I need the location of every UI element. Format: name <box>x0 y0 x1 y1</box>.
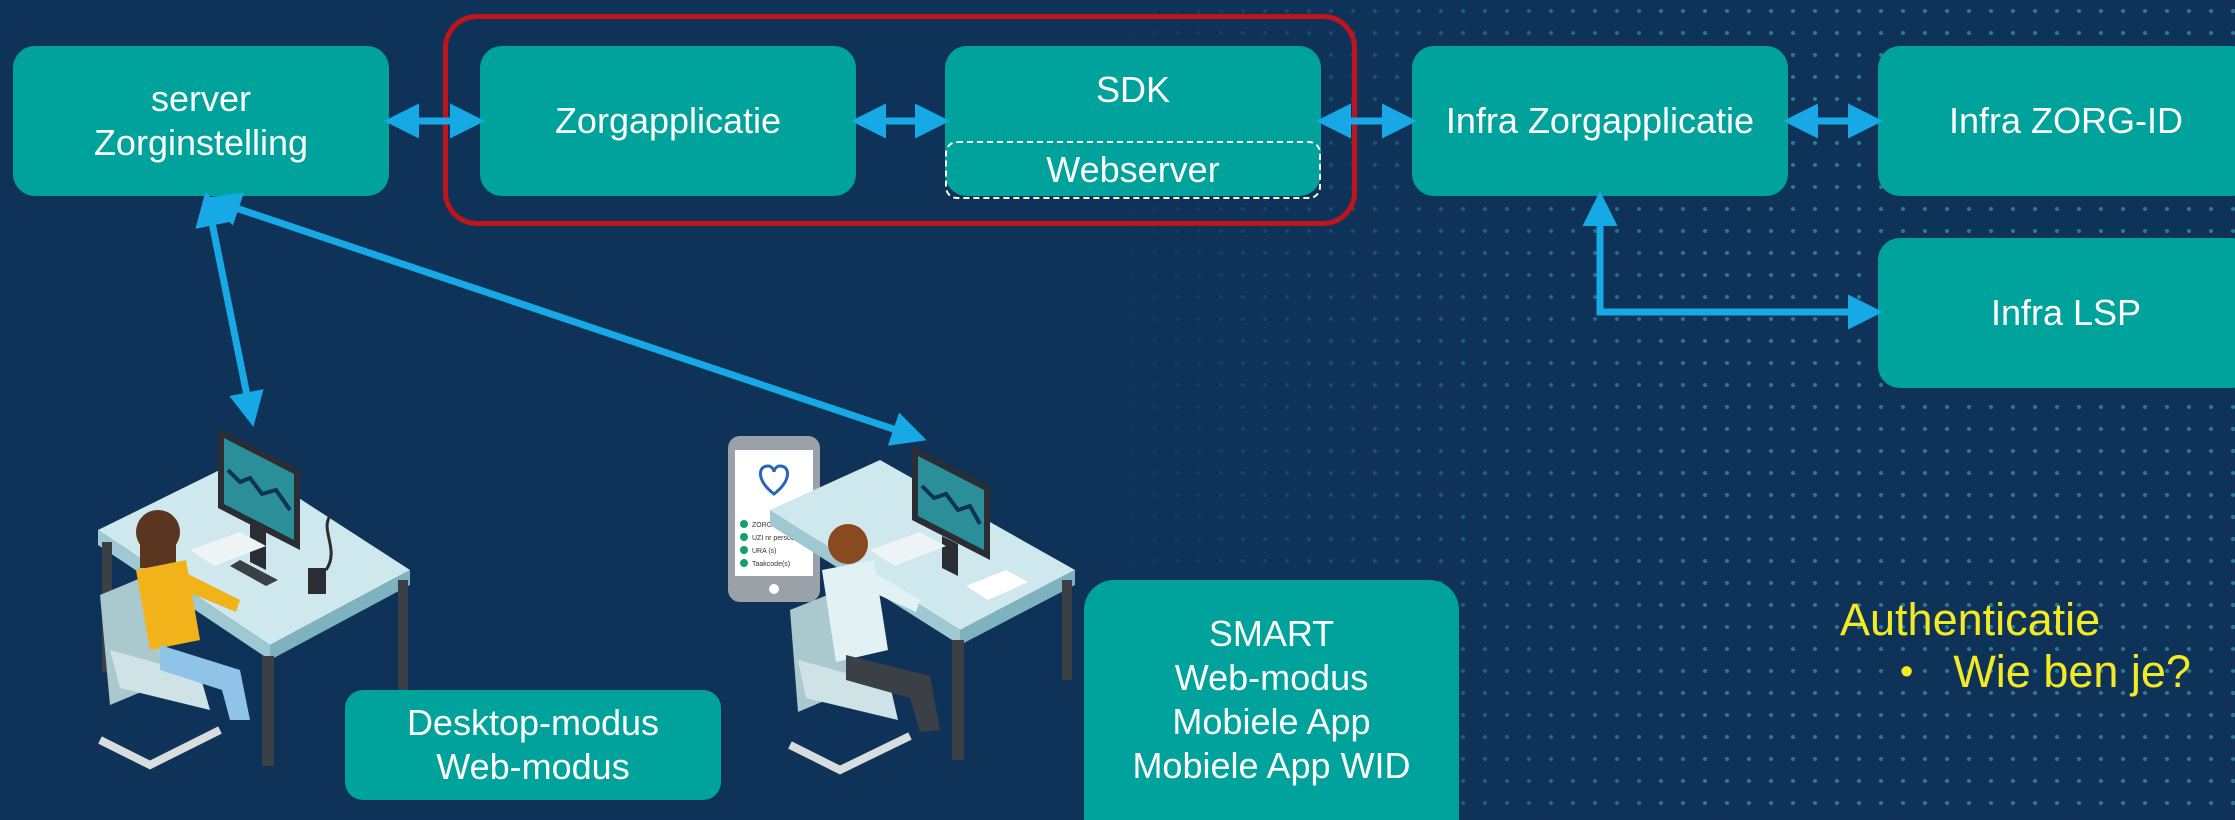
arrow-server-desktop <box>195 191 264 427</box>
webserver-subbox[interactable]: Webserver <box>945 141 1321 199</box>
checklist-item: UZI nr persoon <box>752 535 799 542</box>
zorgapplicatie-label: Zorgapplicatie <box>554 100 782 141</box>
checklist-item: Taakcode(s) <box>752 561 790 568</box>
authentication-bullet-text: Wie ben je? <box>1953 646 2191 697</box>
infra-zorg-id-label: Infra ZORG-ID <box>1948 100 2184 141</box>
arrow-server-mobile <box>205 192 927 446</box>
mobile-workstation-illustration <box>770 446 1075 775</box>
infra-zorgapplicatie-label: Infra Zorgapplicatie <box>1445 100 1755 141</box>
authentication-title: Authenticatie <box>1840 594 2101 645</box>
infra-lsp-box[interactable]: Infra LSP <box>1878 238 2235 388</box>
smart-box[interactable]: SMART Web-modus Mobiele App Mobiele App … <box>1084 580 1459 820</box>
smart-label-line3: Mobiele App <box>1172 701 1371 742</box>
desktop-workstation-illustration <box>98 428 410 770</box>
authentication-note: Authenticatie • Wie ben je? <box>1840 594 2191 698</box>
sdk-label: SDK <box>1095 69 1171 110</box>
server-label-line1: server <box>150 78 252 119</box>
infra-zorg-id-box[interactable]: Infra ZORG-ID <box>1878 46 2235 196</box>
infra-lsp-label: Infra LSP <box>1990 292 2142 333</box>
sdk-box[interactable]: SDK Webserver <box>945 46 1321 199</box>
arrow-infra-zorgapplicatie-lsp <box>1582 191 1883 330</box>
server-label-line2: Zorginstelling <box>93 122 309 163</box>
server-zorginstelling-box[interactable]: server Zorginstelling <box>13 46 389 196</box>
desktop-label-line2: Web-modus <box>436 746 630 787</box>
smart-label-line2: Web-modus <box>1174 657 1369 698</box>
infra-zorgapplicatie-box[interactable]: Infra Zorgapplicatie <box>1412 46 1788 196</box>
webserver-label: Webserver <box>1046 149 1220 190</box>
zorgapplicatie-box[interactable]: Zorgapplicatie <box>480 46 856 196</box>
smart-label-line4: Mobiele App WID <box>1132 745 1411 786</box>
authentication-bullet-row: • Wie ben je? <box>1900 646 2191 698</box>
desktop-web-modus-box[interactable]: Desktop-modus Web-modus <box>345 690 721 800</box>
checklist-item: URA (s) <box>752 548 777 555</box>
bullet-marker: • <box>1900 651 1914 693</box>
desktop-label-line1: Desktop-modus <box>406 702 660 743</box>
smart-label-line1: SMART <box>1208 613 1335 654</box>
